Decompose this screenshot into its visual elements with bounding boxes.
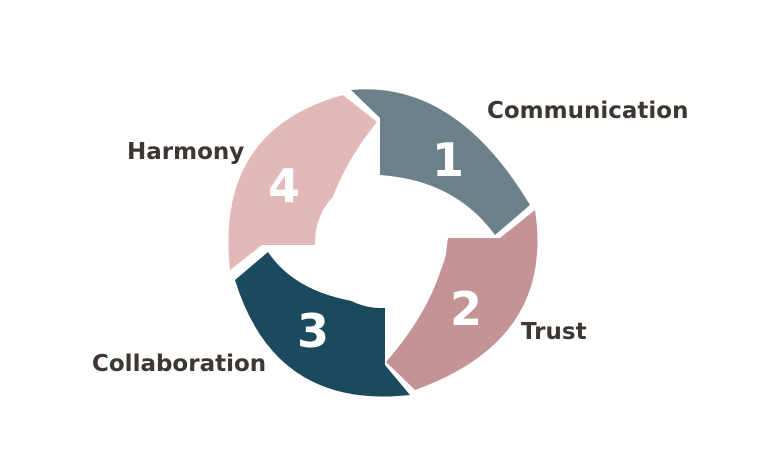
segment-1: [351, 89, 530, 235]
label-collaboration: Collaboration: [92, 351, 267, 377]
segment-3-number: 3: [297, 304, 329, 358]
label-trust: Trust: [521, 319, 587, 345]
segment-2: [386, 210, 538, 390]
segment-1-number: 1: [432, 133, 464, 187]
segment-4-number: 4: [268, 159, 300, 213]
segment-3: [235, 252, 410, 397]
center-hole: [315, 176, 447, 308]
segment-4: [228, 95, 377, 270]
segment-2-number: 2: [450, 282, 482, 336]
label-harmony: Harmony: [127, 139, 245, 165]
label-communication: Communication: [487, 98, 689, 124]
